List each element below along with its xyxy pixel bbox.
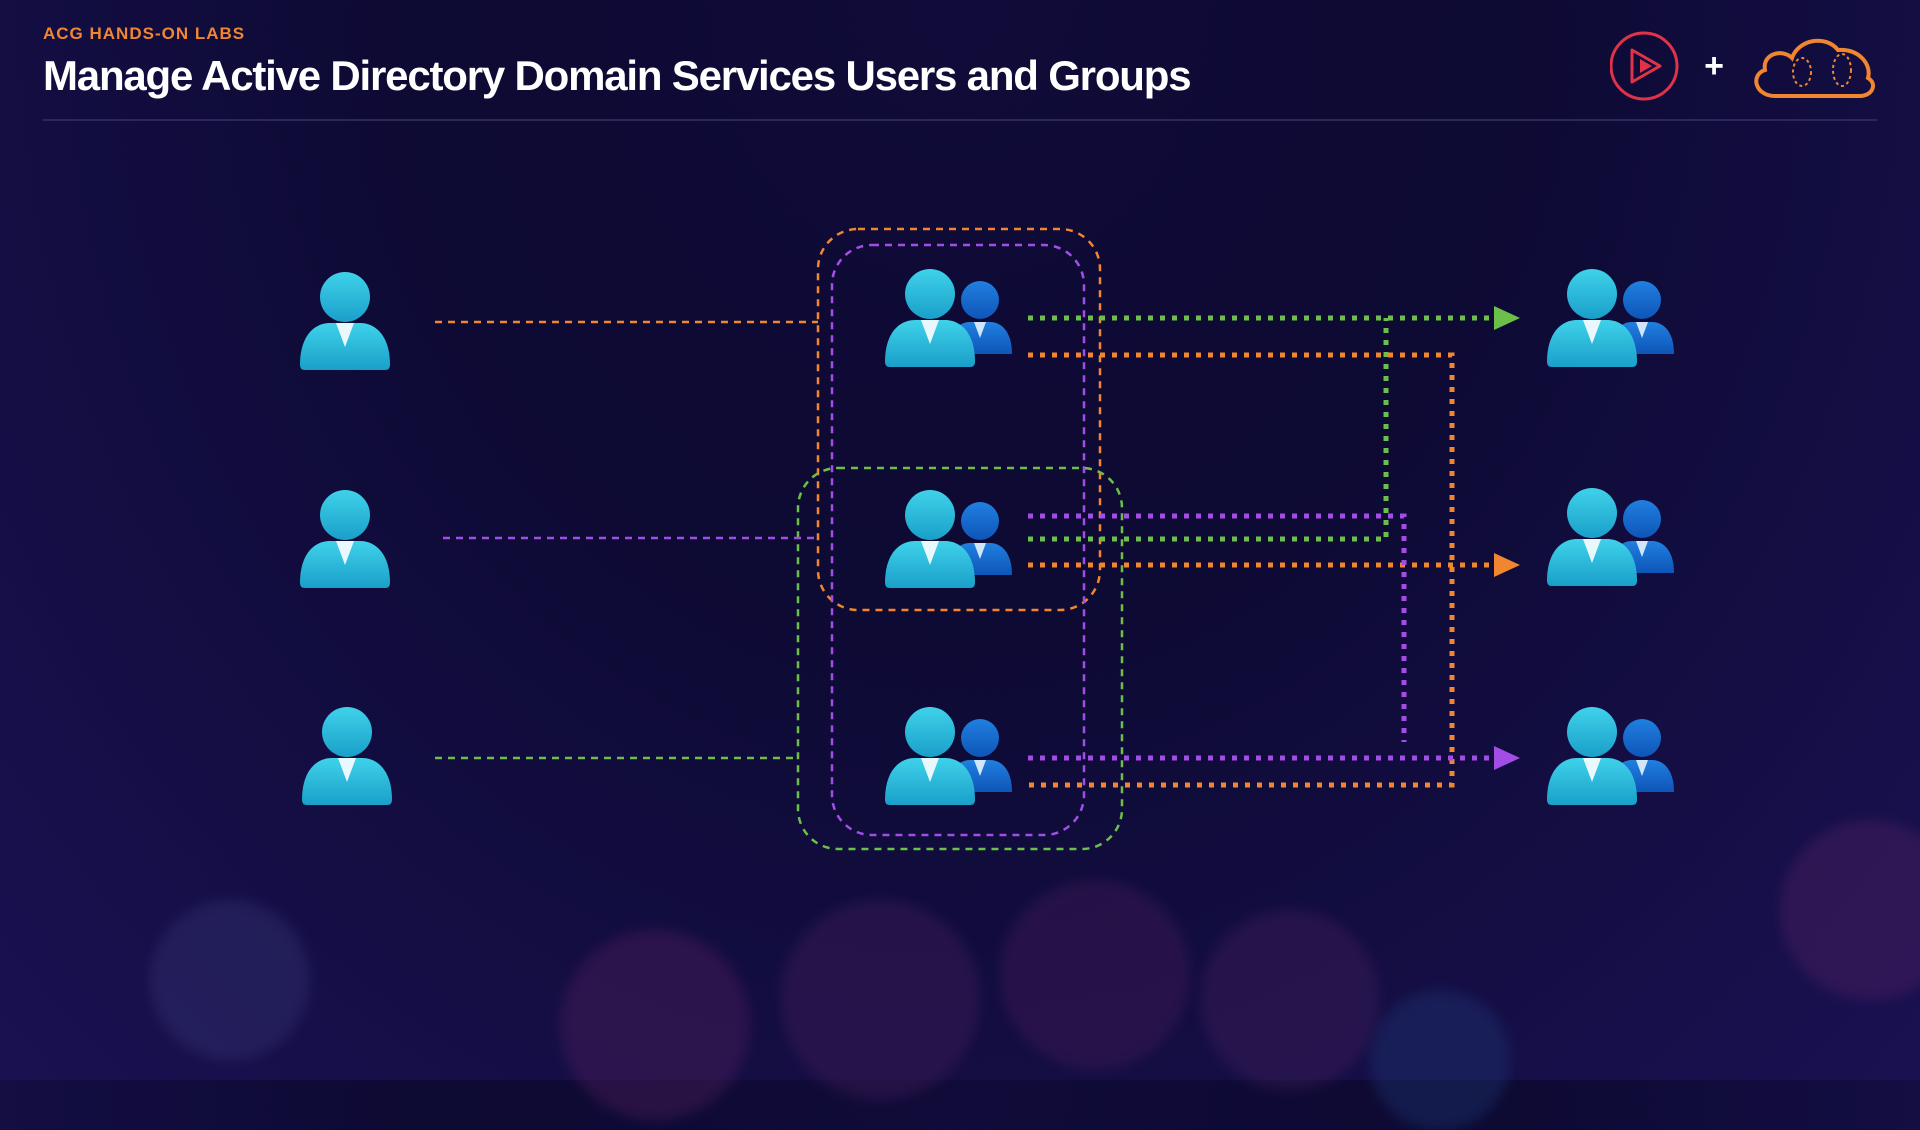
logo-separator: + [1704,47,1724,85]
group-icon [885,490,1012,588]
purple-arrowhead [1494,746,1520,770]
play-circle-icon [1610,31,1679,101]
green-access-path [1028,315,1500,542]
group-icon [885,707,1012,805]
orange-access-path [1028,352,1500,788]
access-diagram [300,227,1920,851]
resource-group-icon [1547,269,1674,367]
user-icon [300,490,390,588]
user-icon [302,707,392,805]
header: ACG HANDS-ON LABS Manage Active Director… [43,24,1192,100]
orange-group-boundary [816,227,1102,612]
page-title: Manage Active Directory Domain Services … [43,52,1192,99]
user-icon [300,272,390,370]
header-divider [43,119,1877,121]
green-group-boundary [796,466,1124,851]
eyebrow-label: ACG HANDS-ON LABS [43,24,246,43]
resource-group-icon [1547,488,1674,586]
purple-access-path [1028,513,1500,761]
group-icon [885,269,1012,367]
cloud-guru-icon [1754,38,1876,98]
orange-arrowhead [1494,553,1520,577]
green-arrowhead [1494,306,1520,330]
resource-group-icon [1547,707,1674,805]
brand-logos: + [1610,31,1876,101]
